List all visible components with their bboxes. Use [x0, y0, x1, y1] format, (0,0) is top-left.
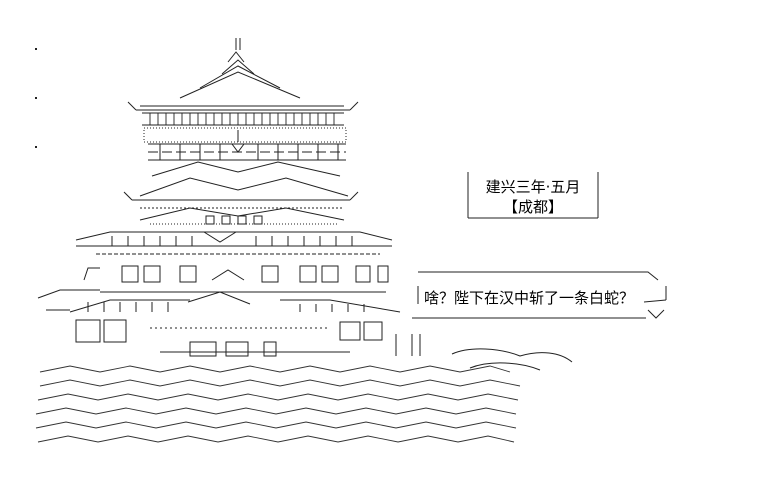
roof-finial	[221, 38, 255, 75]
upper-wall	[143, 127, 347, 143]
upper-roof	[127, 65, 359, 111]
speech-bubble	[412, 271, 667, 319]
middle-roof	[123, 161, 359, 221]
lower-railing-posts	[111, 236, 353, 246]
ground-roof	[37, 289, 401, 313]
tree	[451, 348, 573, 371]
upper-railing	[142, 112, 344, 126]
lower-roof	[75, 231, 393, 255]
left-margin-dots	[35, 48, 37, 148]
caption-frame	[467, 172, 599, 219]
caption-date: 建兴三年·五月	[485, 178, 581, 196]
middle-windows	[150, 215, 338, 225]
stone-base	[35, 365, 521, 443]
caption-location: 【成都】	[502, 198, 563, 216]
frieze-band	[148, 143, 346, 161]
speech-bubble-text: 啥？陛下在汉中斩了一条白蛇？	[424, 289, 635, 307]
scene-caption: 建兴三年·五月 【成都】	[467, 172, 599, 219]
ground-facade	[83, 265, 389, 283]
main-gate	[75, 319, 421, 357]
upper-railing-posts	[149, 113, 335, 125]
